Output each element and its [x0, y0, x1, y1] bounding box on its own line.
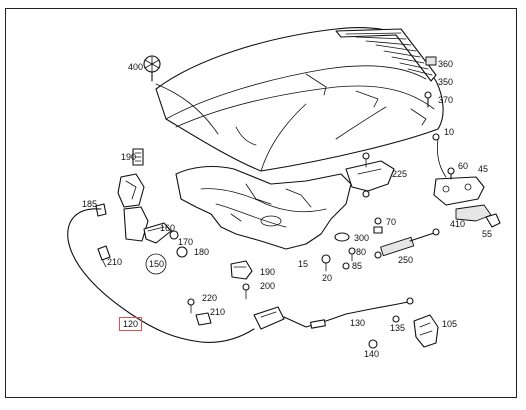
label-150: 150 — [149, 259, 165, 269]
label-185: 185 — [82, 199, 98, 209]
release-cable-120 — [67, 208, 414, 343]
hinge-assembly-45 — [432, 133, 501, 228]
label-225: 225 — [392, 169, 408, 179]
label-80: 80 — [356, 247, 367, 257]
label-300: 300 — [354, 233, 370, 243]
parts-diagram — [67, 26, 501, 349]
label-70: 70 — [386, 217, 397, 227]
label-220: 220 — [202, 293, 218, 303]
label-60: 60 — [458, 161, 469, 171]
label-130: 130 — [350, 318, 366, 328]
label-140: 140 — [364, 349, 380, 359]
label-410: 410 — [450, 219, 466, 229]
small-parts-cluster — [321, 217, 383, 272]
label-45: 45 — [478, 164, 489, 174]
label-400: 400 — [128, 62, 144, 72]
label-180: 180 — [194, 247, 210, 257]
hood-latch-left — [95, 148, 188, 275]
label-160: 160 — [160, 223, 176, 233]
gas-spring-250 — [374, 228, 440, 259]
bracket-225 — [345, 152, 395, 198]
label-105: 105 — [442, 319, 458, 329]
label-210-left: 210 — [107, 257, 123, 267]
hood-panel — [155, 26, 444, 172]
label-135: 135 — [390, 323, 406, 333]
label-350: 350 — [438, 77, 454, 87]
label-190-top: 190 — [121, 152, 137, 162]
label-15: 15 — [298, 259, 309, 269]
label-170: 170 — [178, 237, 194, 247]
label-250: 250 — [398, 255, 414, 265]
screw-370 — [424, 91, 432, 108]
diagram-frame: 400 360 350 370 10 190 60 45 225 185 170… — [5, 8, 517, 398]
hood-star-400 — [143, 55, 219, 135]
label-85: 85 — [352, 261, 363, 271]
label-370: 370 — [438, 95, 454, 105]
label-210-bottom: 210 — [210, 307, 226, 317]
insulation-panel-15 — [175, 165, 352, 250]
label-55: 55 — [482, 229, 493, 239]
release-handle-105 — [368, 314, 439, 349]
hood-latch-lower — [187, 260, 253, 326]
label-190-bottom: 190 — [260, 267, 276, 277]
label-360: 360 — [438, 59, 454, 69]
label-10: 10 — [444, 127, 455, 137]
label-200: 200 — [260, 281, 276, 291]
label-20: 20 — [322, 273, 333, 283]
clip-360 — [425, 56, 437, 66]
label-120[interactable]: 120 — [119, 317, 143, 331]
